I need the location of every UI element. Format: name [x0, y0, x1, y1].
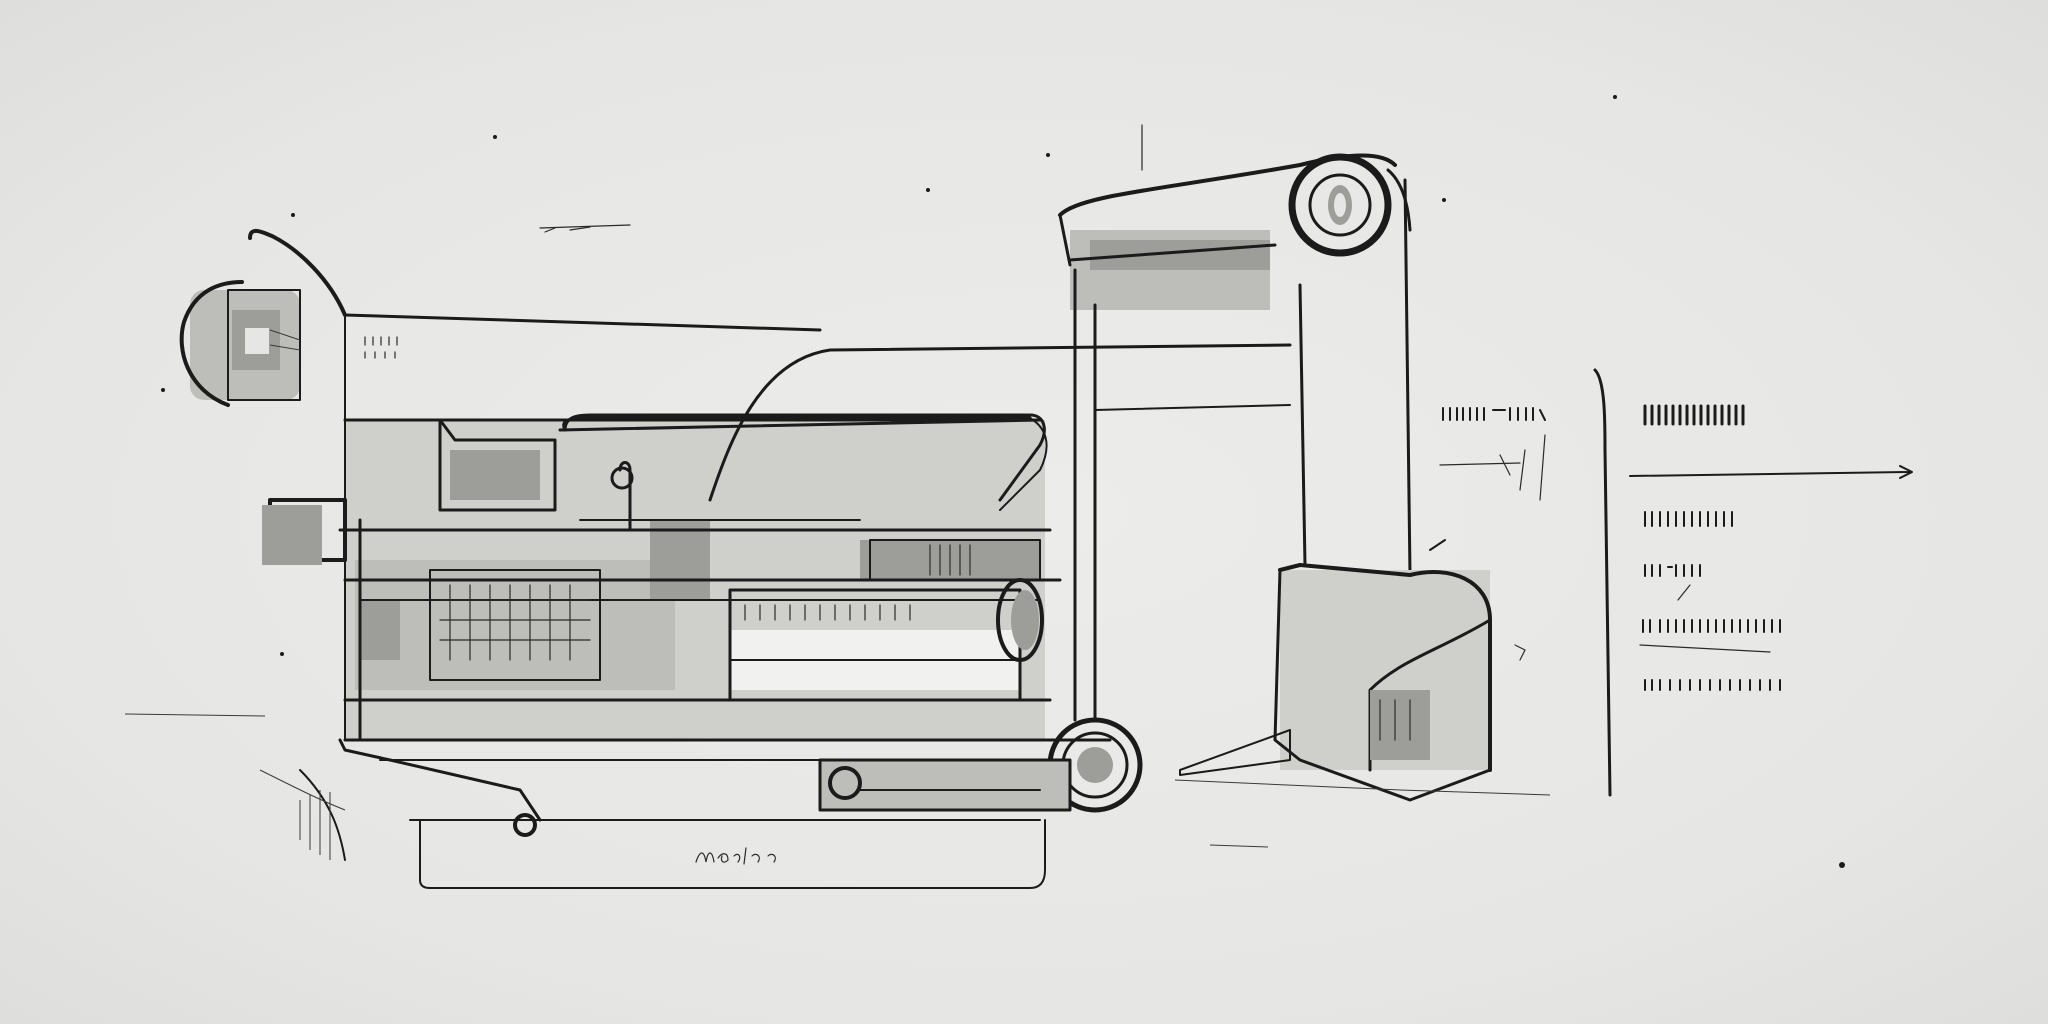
spindle	[728, 578, 1044, 702]
left-control-head	[179, 229, 822, 421]
gear-section	[869, 539, 1041, 581]
annotation-label-2	[1643, 404, 1745, 426]
signature-mark	[695, 847, 776, 865]
head-tick-marks	[364, 336, 398, 359]
roller-tower	[1058, 153, 1412, 722]
annotation-label-1	[1439, 407, 1546, 501]
cable-loop	[562, 343, 1292, 511]
annotation-arrow	[1629, 465, 1913, 479]
base-and-legs	[259, 738, 1046, 889]
control-panel	[429, 569, 601, 681]
stray-marks	[124, 95, 1845, 868]
carriage	[818, 758, 1072, 812]
machine-body	[259, 413, 1143, 889]
annotation-block	[1439, 368, 1913, 797]
tower-base-unit	[1174, 539, 1551, 802]
annotation-text-lines	[1639, 511, 1781, 691]
